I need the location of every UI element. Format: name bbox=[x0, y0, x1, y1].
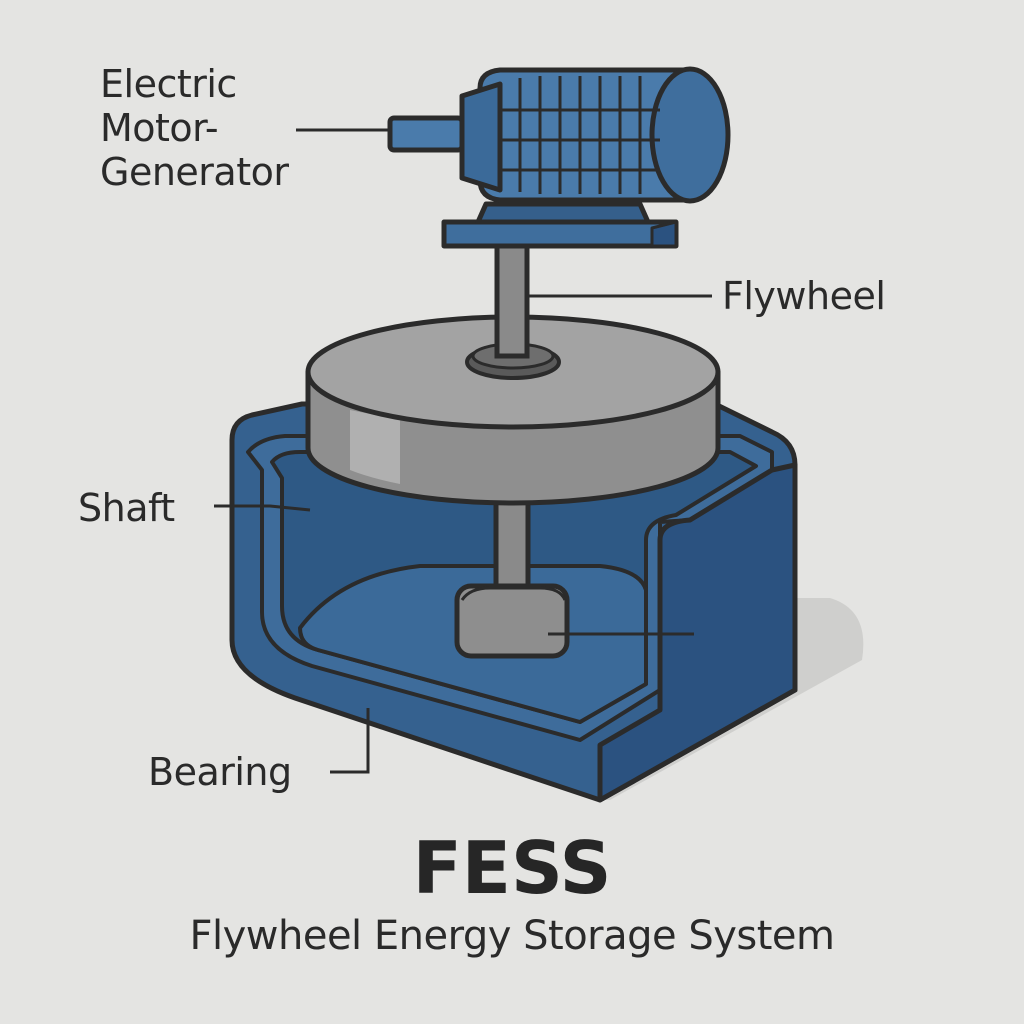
motor-output-shaft bbox=[387, 115, 465, 153]
diagram-subtitle: Flywheel Energy Storage System bbox=[189, 913, 835, 959]
bearing-block-top bbox=[460, 586, 567, 601]
diagram-title: FESS bbox=[412, 826, 612, 910]
label-electric-motor-generator: Electric Motor- Generator bbox=[100, 62, 360, 194]
label-flywheel: Flywheel bbox=[722, 274, 886, 318]
flywheel-disc bbox=[305, 314, 721, 506]
motor-end-cap bbox=[649, 66, 731, 204]
label-shaft: Shaft bbox=[78, 486, 175, 530]
flywheel-side-highlight bbox=[350, 410, 400, 484]
label-motor-line3: Generator bbox=[100, 150, 289, 194]
mount-plate-side bbox=[650, 220, 678, 248]
mount-foot bbox=[475, 201, 651, 225]
motor-rear-cap bbox=[459, 81, 503, 193]
bearing-block bbox=[454, 583, 570, 659]
leader-shaft bbox=[214, 504, 311, 512]
motor-cooling-fins bbox=[500, 76, 660, 194]
label-bearing: Bearing bbox=[148, 750, 292, 794]
motor-generator bbox=[387, 66, 731, 204]
leader-bearing bbox=[330, 708, 370, 774]
label-motor-line1: Electric bbox=[100, 62, 237, 106]
mount-plate bbox=[441, 219, 679, 249]
lower-shaft-assembly bbox=[454, 489, 570, 659]
motor-mount bbox=[441, 201, 679, 249]
upper-shaft bbox=[494, 241, 530, 359]
housing-front-face bbox=[597, 462, 798, 803]
leader-lines bbox=[214, 128, 712, 774]
label-motor-line2: Motor- bbox=[100, 106, 219, 150]
